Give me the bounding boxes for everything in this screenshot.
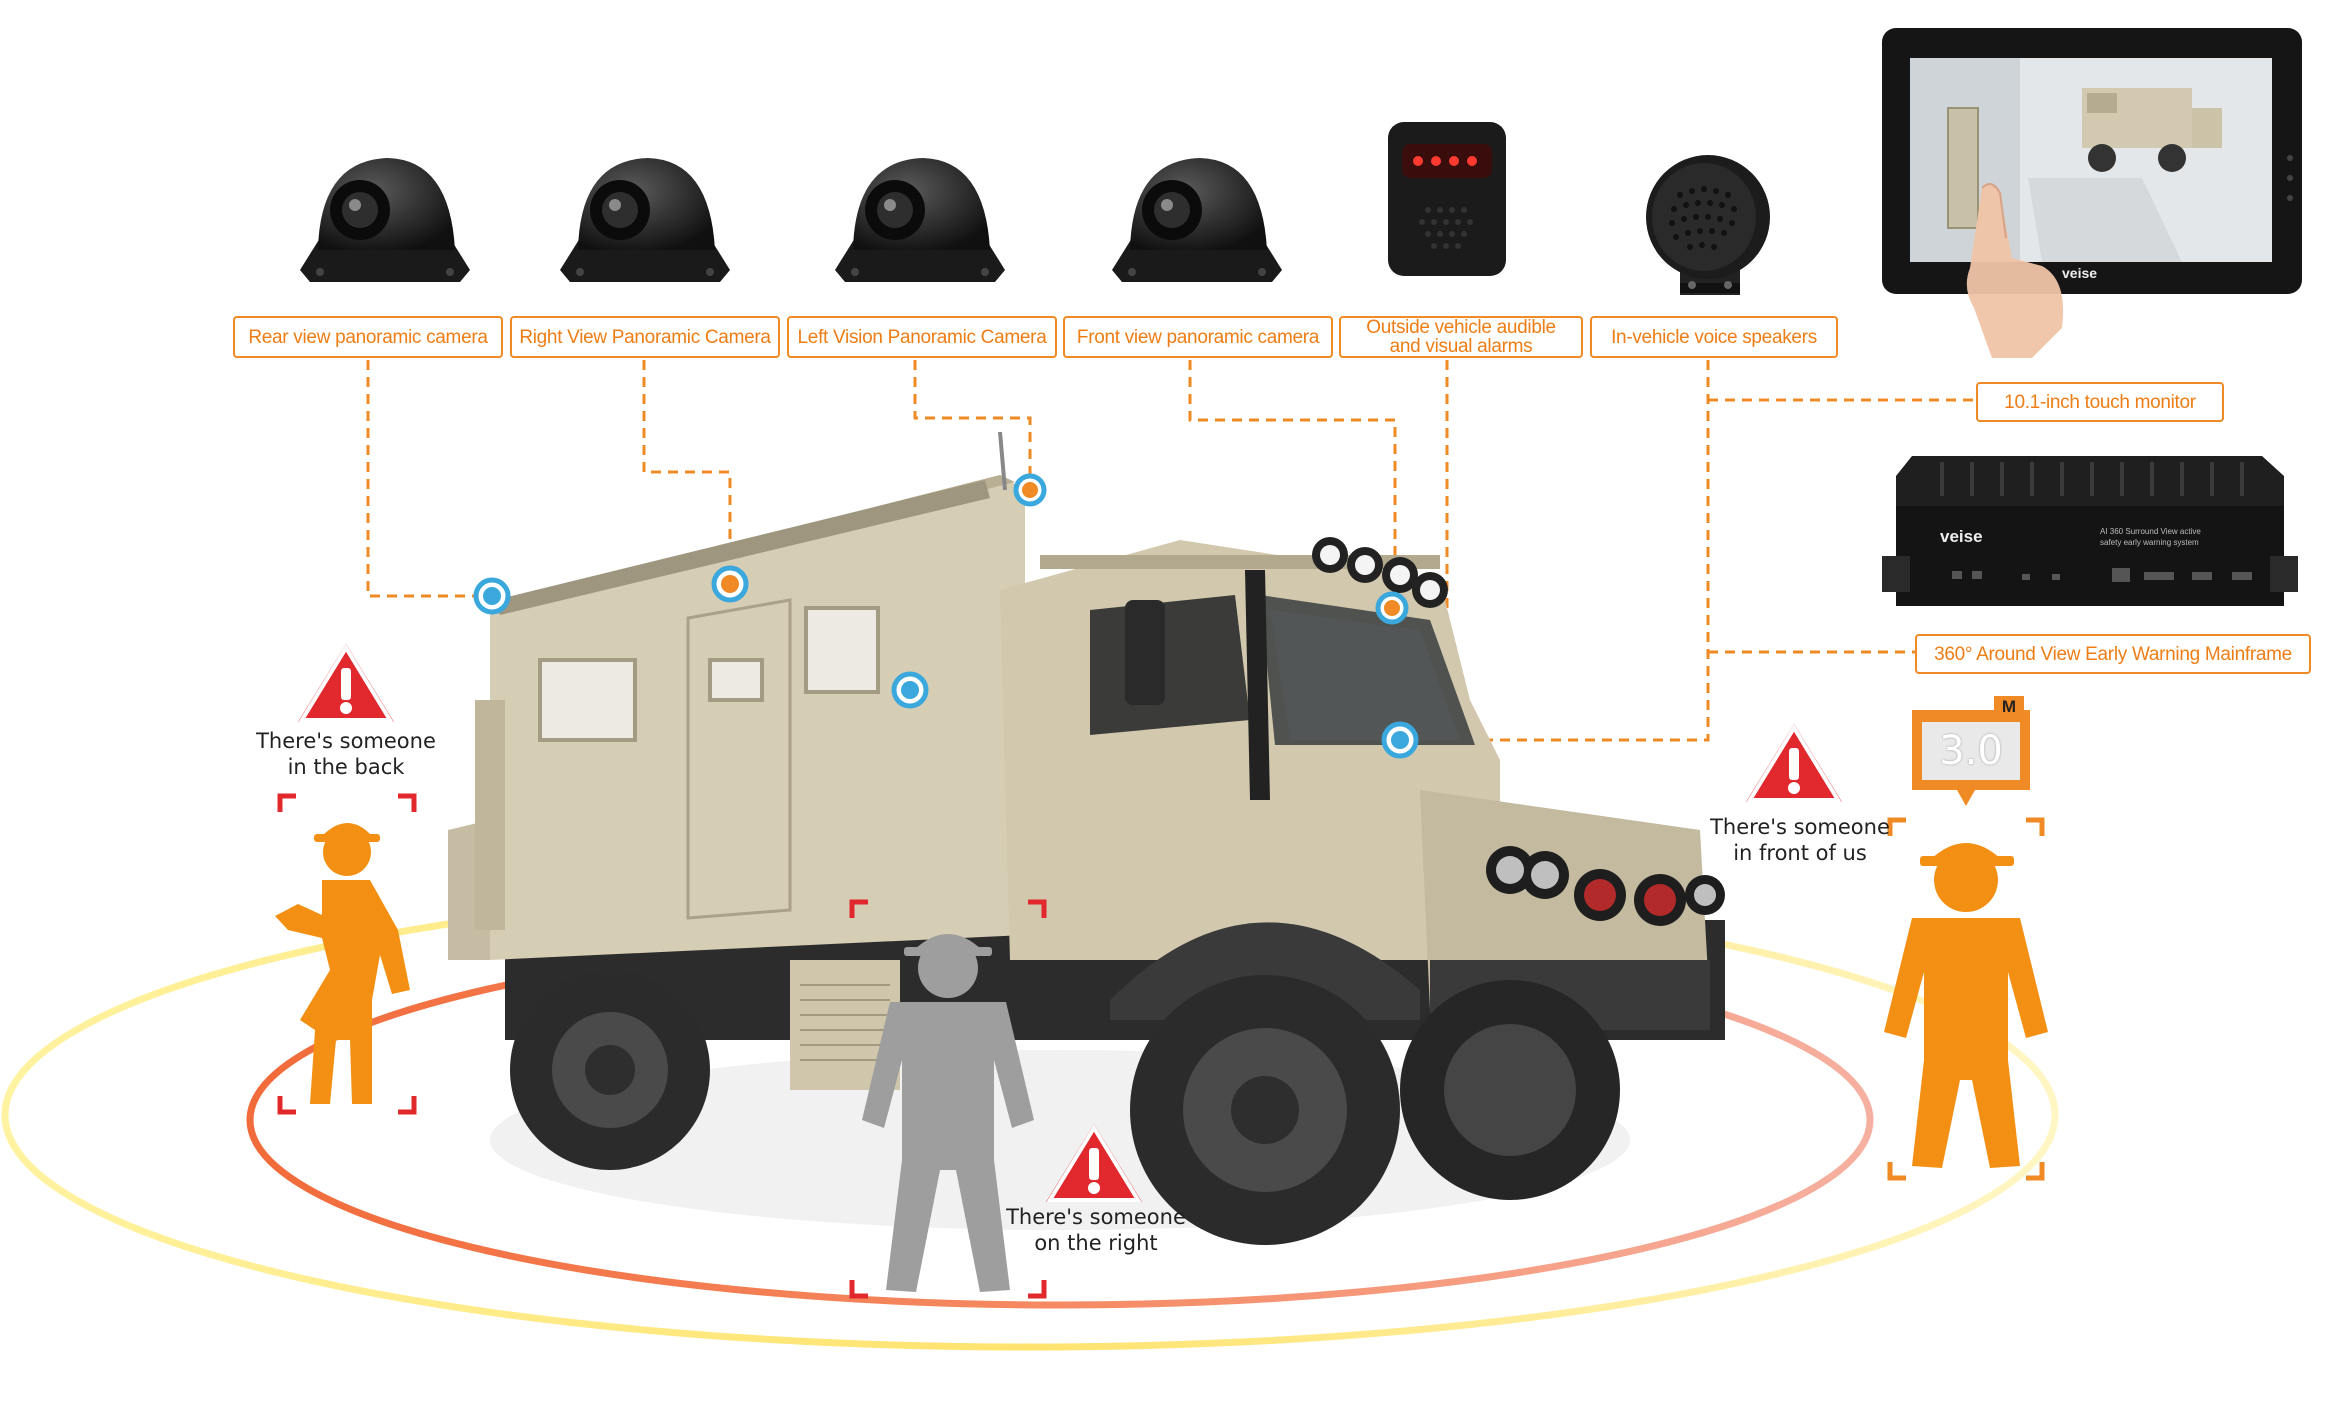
mainframe-icon: veise AI 360 Surround View active safety… <box>1882 456 2298 606</box>
warning-front-line2: in front of us <box>1733 841 1867 865</box>
distance-value: 3.0 <box>1939 728 2003 774</box>
warning-icon-right <box>1046 1124 1142 1202</box>
mainframe-caption-2: safety early warning system <box>2100 538 2199 547</box>
detection-box-back <box>277 793 417 1115</box>
rear-camera-icon <box>300 158 470 282</box>
marker-right <box>711 565 749 603</box>
warning-back-line1: There's someone <box>256 729 436 753</box>
marker-alarm <box>891 671 929 709</box>
touch-monitor-icon: veise <box>1882 28 2302 358</box>
detection-box-right <box>849 899 1047 1299</box>
warning-text-right: There's someone on the right <box>986 1204 1206 1256</box>
person-right-icon <box>862 934 1034 1292</box>
label-right-camera: Right View Panoramic Camera <box>510 316 780 358</box>
mainframe-caption-1: AI 360 Surround View active <box>2100 527 2201 536</box>
distance-unit: M <box>2001 697 2017 716</box>
marker-front <box>1375 591 1409 625</box>
label-speakers: In-vehicle voice speakers <box>1590 316 1838 358</box>
marker-speaker <box>1381 721 1419 759</box>
label-alarm-line1: Outside vehicle audible <box>1366 317 1556 338</box>
warning-icon-front <box>1746 724 1842 802</box>
front-camera-icon <box>1112 158 1282 282</box>
distance-badge <box>1912 696 2030 806</box>
label-front-camera: Front view panoramic camera <box>1063 316 1333 358</box>
warning-back-line2: in the back <box>287 755 405 779</box>
left-camera-icon <box>835 158 1005 282</box>
person-back-icon <box>275 823 410 1104</box>
marker-left <box>1013 473 1047 507</box>
right-camera-icon <box>560 158 730 282</box>
label-alarm-line2: and visual alarms <box>1389 336 1533 357</box>
alarm-icon <box>1388 122 1506 276</box>
warning-icon-back <box>298 644 394 722</box>
label-alarm: Outside vehicle audible and visual alarm… <box>1339 316 1583 358</box>
warning-right-line2: on the right <box>1034 1231 1158 1255</box>
warning-text-front: There's someone in front of us <box>1690 814 1910 866</box>
mainframe-brand-text: veise <box>1940 527 1983 546</box>
warning-text-back: There's someone in the back <box>236 728 456 780</box>
detection-box-front <box>1887 817 2045 1181</box>
camera-markers <box>473 473 1419 759</box>
warning-front-line1: There's someone <box>1710 815 1890 839</box>
speaker-icon <box>1646 155 1770 295</box>
truck-illustration <box>448 431 1725 1245</box>
label-mainframe: 360° Around View Early Warning Mainframe <box>1915 634 2311 674</box>
monitor-brand-text: veise <box>2062 265 2097 281</box>
label-monitor: 10.1-inch touch monitor <box>1976 382 2224 422</box>
marker-rear <box>473 577 511 615</box>
person-front-icon <box>1884 843 2048 1168</box>
label-rear-camera: Rear view panoramic camera <box>233 316 503 358</box>
warning-right-line1: There's someone <box>1006 1205 1186 1229</box>
label-left-camera: Left Vision Panoramic Camera <box>787 316 1057 358</box>
